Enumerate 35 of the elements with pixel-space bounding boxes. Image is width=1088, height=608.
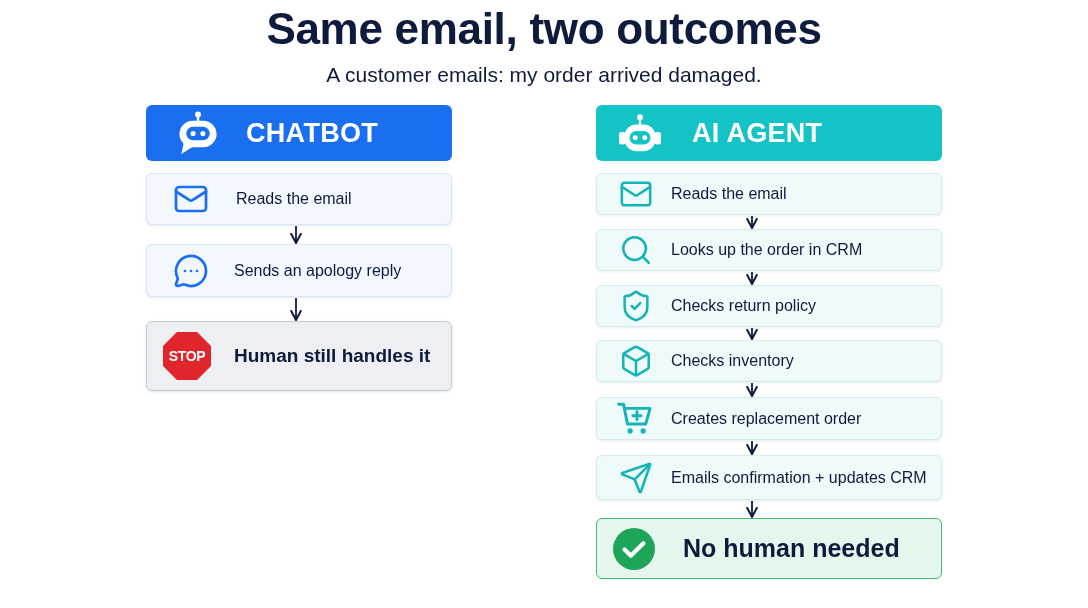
step-label: Checks inventory [671, 351, 794, 371]
arrow [746, 440, 758, 455]
step-label: Emails confirmation + updates CRM [671, 467, 927, 488]
step-label: Creates replacement order [671, 408, 862, 429]
process-box [146, 173, 452, 225]
arrow [746, 500, 758, 518]
process-box [596, 173, 942, 215]
process-box [596, 455, 942, 500]
arrow [746, 271, 758, 285]
subtitle: A customer emails: my order arrived damaged. [326, 62, 762, 88]
arrow [746, 327, 758, 340]
column-heading: CHATBOT [246, 116, 379, 150]
arrow [746, 215, 758, 229]
outcome-box [596, 518, 942, 579]
column-heading: AI AGENT [692, 116, 823, 150]
outcome-box [146, 321, 452, 391]
process-box [596, 229, 942, 271]
stop-sign: STOP [163, 332, 211, 380]
process-box [596, 285, 942, 327]
process-box [146, 244, 452, 297]
arrow [746, 382, 758, 397]
step-label: Sends an apology reply [234, 260, 402, 281]
outcome-label: Human still handles it [234, 343, 431, 368]
arrow [290, 225, 302, 244]
arrow [290, 297, 302, 321]
header-banner [596, 105, 942, 161]
step-label: Looks up the order in CRM [671, 240, 863, 260]
outcome-label: No human needed [683, 532, 900, 564]
process-box [596, 340, 942, 382]
process-box [596, 397, 942, 440]
title: Same email, two outcomes [266, 3, 822, 55]
step-label: Reads the email [236, 189, 352, 209]
step-label: Reads the email [671, 184, 787, 204]
step-label: Checks return policy [671, 296, 816, 316]
header-banner [146, 105, 452, 161]
